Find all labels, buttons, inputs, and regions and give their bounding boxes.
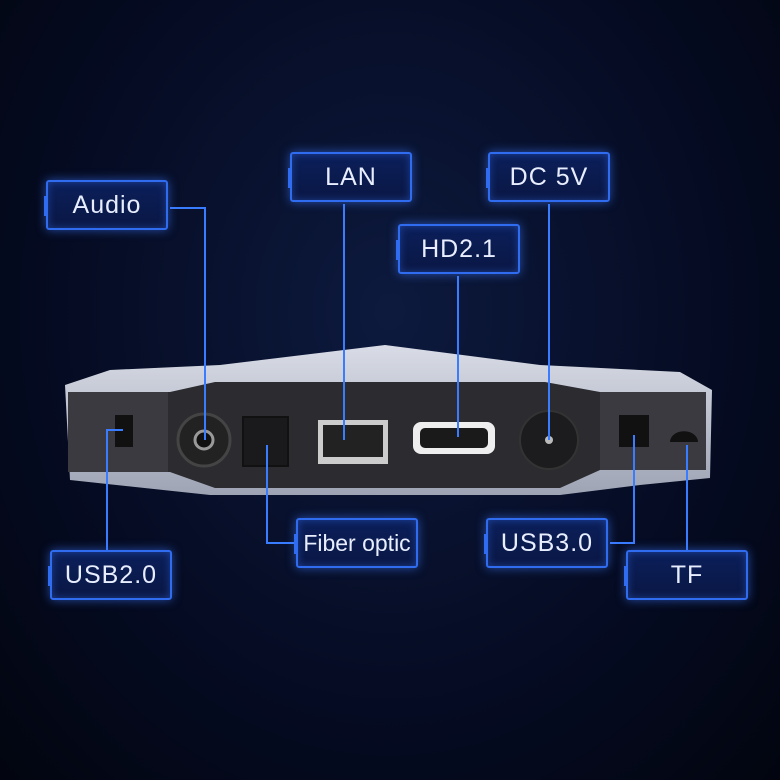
label-fiber-optic: Fiber optic bbox=[294, 518, 418, 568]
tf-slot bbox=[670, 431, 698, 442]
tv-box bbox=[65, 345, 712, 495]
label-lan: LAN bbox=[288, 152, 412, 202]
label-dc: DC 5V bbox=[486, 152, 610, 202]
optical-port bbox=[242, 416, 289, 467]
label-usb3: USB3.0 bbox=[484, 518, 608, 568]
callout-lines bbox=[106, 204, 688, 550]
label-hdmi: HD2.1 bbox=[396, 224, 520, 274]
label-tf: TF bbox=[624, 550, 748, 600]
usb2-port bbox=[115, 415, 133, 447]
label-usb2: USB2.0 bbox=[48, 550, 172, 600]
label-audio: Audio bbox=[44, 180, 168, 230]
